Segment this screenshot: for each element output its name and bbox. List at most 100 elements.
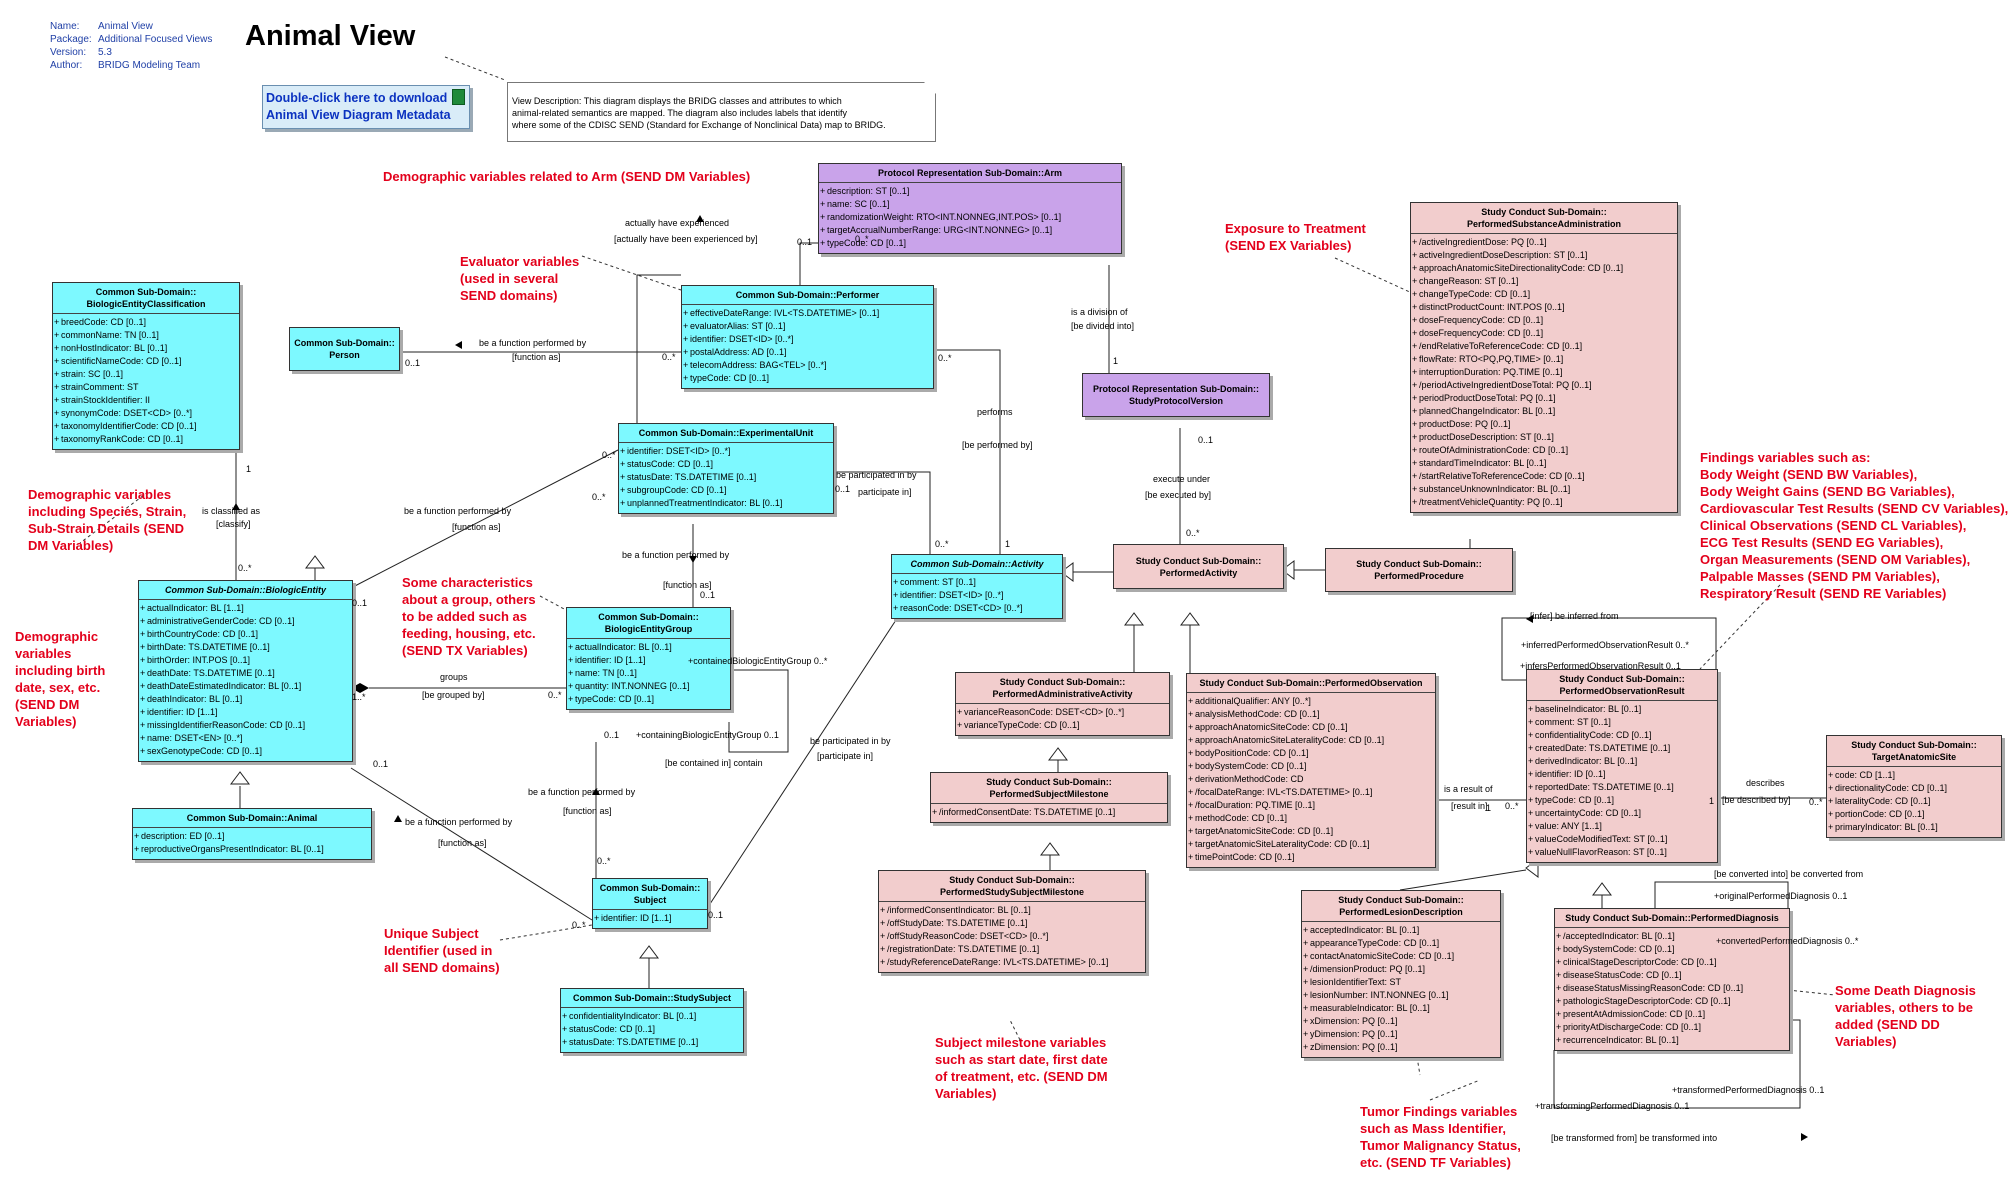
annotation-line: Some characteristics xyxy=(402,575,533,590)
class-bec[interactable]: Common Sub-Domain::BiologicEntityClassif… xyxy=(52,282,240,450)
class-animal[interactable]: Common Sub-Domain::Animaldescription: ED… xyxy=(132,808,372,860)
class-pssm[interactable]: Study Conduct Sub-Domain::PerformedStudy… xyxy=(878,870,1146,973)
attribute: statusDate: TS.DATETIME [0..1] xyxy=(562,1036,740,1049)
class-person[interactable]: Common Sub-Domain::Person xyxy=(289,327,400,371)
association-label: +infersPerformedObservationResult 0..1 xyxy=(1520,661,1681,671)
attribute: /informedConsentDate: TS.DATETIME [0..1] xyxy=(932,806,1164,819)
annotation-line: Demographic variables related to Arm (SE… xyxy=(383,169,751,184)
class-eu[interactable]: Common Sub-Domain::ExperimentalUnitident… xyxy=(618,423,834,514)
attribute: randomizationWeight: RTO<INT.NONNEG,INT.… xyxy=(820,211,1118,224)
association-label: 0..* xyxy=(548,690,562,700)
annotation-line: Demographic variables xyxy=(28,487,172,502)
class-arm-name: Protocol Representation Sub-Domain::Arm xyxy=(819,164,1121,183)
class-pssm-attributes: /informedConsentIndicator: BL [0..1]/off… xyxy=(879,902,1145,969)
attribute: postalAddress: AD [0..1] xyxy=(683,346,930,359)
attribute: bodySystemCode: CD [0..1] xyxy=(1556,943,1786,956)
attribute: /startRelativeToReferenceCode: CD [0..1] xyxy=(1412,470,1674,483)
metadata-row: Version:5.3 xyxy=(50,46,212,59)
metadata-key: Author: xyxy=(50,60,83,71)
attribute: name: DSET<EN> [0..*] xyxy=(140,732,349,745)
direction-arrow xyxy=(1526,615,1533,623)
class-name-line: Common Sub-Domain:: xyxy=(599,883,701,893)
association-label: [be described by] xyxy=(1722,795,1791,805)
attribute: lesionNumber: INT.NONNEG [0..1] xyxy=(1303,989,1497,1002)
generalization-arrowhead xyxy=(1040,842,1060,856)
attribute: recurrenceIndicator: BL [0..1] xyxy=(1556,1034,1786,1047)
class-paa[interactable]: Study Conduct Sub-Domain::PerformedAdmin… xyxy=(955,672,1170,736)
class-pobs[interactable]: Study Conduct Sub-Domain::PerformedObser… xyxy=(1186,673,1436,868)
annotation-line: (SEND EX Variables) xyxy=(1225,238,1352,253)
association-label: [function as] xyxy=(452,522,501,532)
generalization-arrowhead xyxy=(1048,747,1068,761)
class-pld-attributes: acceptedIndicator: BL [0..1]appearanceTy… xyxy=(1302,922,1500,1054)
class-por[interactable]: Study Conduct Sub-Domain::PerformedObser… xyxy=(1526,669,1718,863)
attribute: typeCode: CD [0..1] xyxy=(683,372,930,385)
class-performer[interactable]: Common Sub-Domain::PerformereffectiveDat… xyxy=(681,285,934,389)
attribute: commonName: TN [0..1] xyxy=(54,329,236,342)
attribute: reproductiveOrgansPresentIndicator: BL [… xyxy=(134,843,368,856)
annotation-leader xyxy=(1414,1044,1421,1076)
attribute: breedCode: CD [0..1] xyxy=(54,316,236,329)
class-tas[interactable]: Study Conduct Sub-Domain::TargetAnatomic… xyxy=(1826,735,2002,838)
attribute: lesionIdentifierText: ST xyxy=(1303,976,1497,989)
attribute: strainComment: ST xyxy=(54,381,236,394)
association-label: execute under xyxy=(1153,474,1211,484)
attribute: targetAccrualNumberRange: URG<INT.NONNEG… xyxy=(820,224,1118,237)
class-pproc[interactable]: Study Conduct Sub-Domain::PerformedProce… xyxy=(1325,548,1513,592)
class-subject-attributes: identifier: ID [1..1] xyxy=(593,910,707,925)
class-pld[interactable]: Study Conduct Sub-Domain::PerformedLesio… xyxy=(1301,890,1501,1058)
class-subject[interactable]: Common Sub-Domain::Subjectidentifier: ID… xyxy=(592,878,708,929)
annotation-line: variables xyxy=(15,646,72,661)
class-ss[interactable]: Common Sub-Domain::StudySubjectconfident… xyxy=(560,988,744,1053)
class-beg[interactable]: Common Sub-Domain::BiologicEntityGroupac… xyxy=(566,607,731,710)
attribute: approachAnatomicSiteLateralityCode: CD [… xyxy=(1188,734,1432,747)
class-name-line: PerformedSubstanceAdministration xyxy=(1466,219,1622,229)
attribute: actualIndicator: BL [0..1] xyxy=(568,641,727,654)
association-label: 0..* xyxy=(238,563,252,573)
attribute: contactAnatomicSiteCode: CD [0..1] xyxy=(1303,950,1497,963)
class-name-line: PerformedAdministrativeActivity xyxy=(992,689,1133,699)
annotation-line: Palpable Masses (SEND PM Variables), xyxy=(1700,569,1940,584)
class-pobs-attributes: additionalQualifier: ANY [0..*]analysisM… xyxy=(1187,693,1435,864)
direction-arrow xyxy=(455,341,462,349)
class-psm[interactable]: Study Conduct Sub-Domain::PerformedSubje… xyxy=(930,772,1168,823)
generalization-arrowhead xyxy=(1124,612,1144,626)
annotation-line: Body Weight Gains (SEND BG Variables), xyxy=(1700,484,1955,499)
class-spv-name: Protocol Representation Sub-Domain::Stud… xyxy=(1083,374,1269,416)
class-beg-name: Common Sub-Domain::BiologicEntityGroup xyxy=(567,608,730,639)
attribute: primaryIndicator: BL [0..1] xyxy=(1828,821,1998,834)
assoc-eu-performer xyxy=(636,274,681,423)
attribute: additionalQualifier: ANY [0..*] xyxy=(1188,695,1432,708)
attribute: directionalityCode: CD [0..1] xyxy=(1828,782,1998,795)
class-name-line: Study Conduct Sub-Domain:: xyxy=(999,677,1126,687)
description-line: View Description: This diagram displays … xyxy=(512,96,842,106)
association-label: +originalPerformedDiagnosis 0..1 xyxy=(1714,891,1848,901)
class-pdiag[interactable]: Study Conduct Sub-Domain::PerformedDiagn… xyxy=(1554,908,1790,1051)
annotation-line: Evaluator variables xyxy=(460,254,580,269)
association-label: 0..* xyxy=(1505,801,1519,811)
class-spv[interactable]: Protocol Representation Sub-Domain::Stud… xyxy=(1082,373,1270,417)
association-label: 0..* xyxy=(572,920,586,930)
class-be[interactable]: Common Sub-Domain::BiologicEntityactualI… xyxy=(138,580,353,762)
class-arm[interactable]: Protocol Representation Sub-Domain::Armd… xyxy=(818,163,1122,254)
direction-arrow xyxy=(232,503,240,510)
composition-diamond xyxy=(351,683,369,693)
class-psa[interactable]: Study Conduct Sub-Domain::PerformedSubst… xyxy=(1410,202,1678,513)
class-pact[interactable]: Study Conduct Sub-Domain::PerformedActiv… xyxy=(1113,544,1284,589)
metadata-row: Name:Animal View xyxy=(50,20,212,33)
association-label: be a function performed by xyxy=(622,550,730,560)
association-label: 0..* xyxy=(602,450,616,460)
class-name-line: Study Conduct Sub-Domain:: xyxy=(1481,207,1607,217)
annotation-line: Variables) xyxy=(15,714,77,729)
attribute: bodySystemCode: CD [0..1] xyxy=(1188,760,1432,773)
attribute: scientificNameCode: CD [0..1] xyxy=(54,355,236,368)
assoc-pdiag-convert xyxy=(1654,881,1789,930)
class-activity[interactable]: Common Sub-Domain::Activitycomment: ST [… xyxy=(891,554,1063,619)
association-label: be a function performed by xyxy=(405,817,513,827)
class-name-line: BiologicEntityClassification xyxy=(86,299,206,309)
attribute: strainStockIdentifier: II xyxy=(54,394,236,407)
